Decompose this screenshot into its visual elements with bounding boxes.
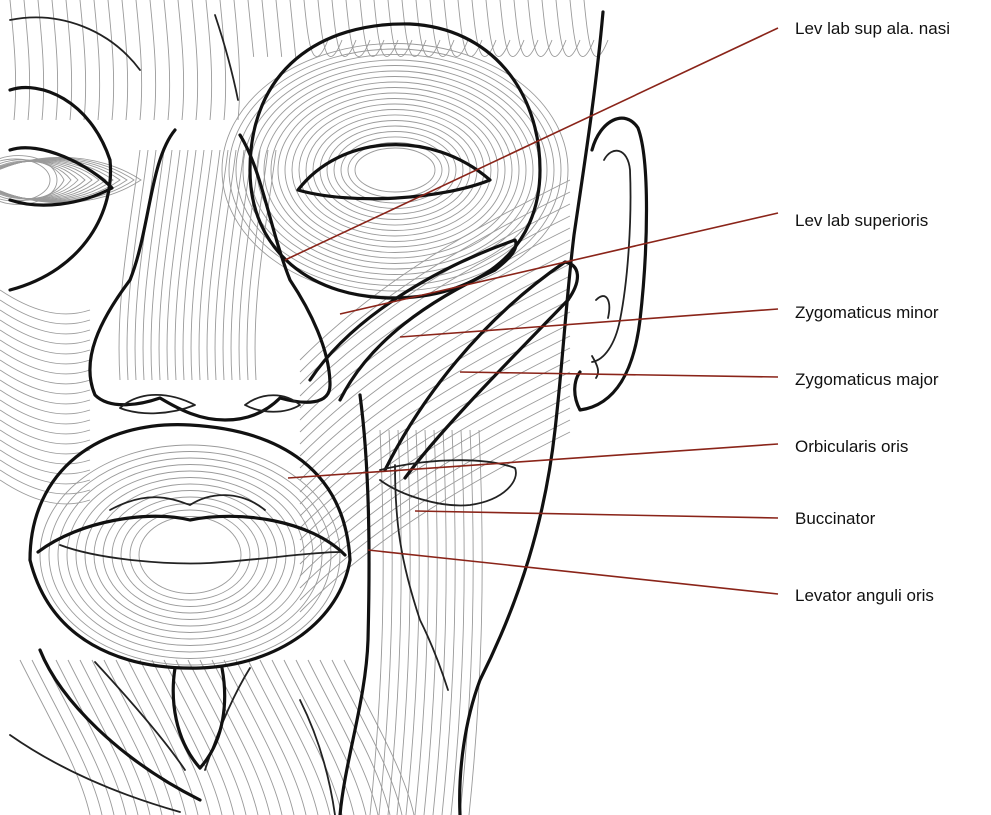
left-orbit-fibers bbox=[0, 156, 141, 205]
label-lev-lab-sup-ala-nasi: Lev lab sup ala. nasi bbox=[795, 19, 950, 38]
jaw-line bbox=[10, 700, 335, 815]
left-eye-orbit bbox=[10, 88, 111, 290]
nose bbox=[90, 130, 330, 420]
leader-line-zygomaticus-major bbox=[460, 372, 778, 377]
leader-line-buccinator bbox=[415, 511, 778, 518]
label-zygomaticus-major: Zygomaticus major bbox=[795, 370, 939, 389]
mouth-line bbox=[38, 516, 345, 555]
nose-fibers bbox=[119, 150, 276, 380]
label-zygomaticus-minor: Zygomaticus minor bbox=[795, 303, 939, 322]
mouth-opening bbox=[60, 495, 340, 563]
label-lev-lab-superioris: Lev lab superioris bbox=[795, 211, 928, 230]
label-orbicularis-oris: Orbicularis oris bbox=[795, 437, 908, 456]
label-levator-anguli-oris: Levator anguli oris bbox=[795, 586, 934, 605]
leader-line-levator-anguli-oris bbox=[368, 550, 778, 594]
ear-inner bbox=[592, 151, 631, 378]
label-buccinator: Buccinator bbox=[795, 509, 876, 528]
face-contour bbox=[460, 12, 603, 815]
left-face-fibers bbox=[0, 290, 90, 504]
zygomaticus-major-muscle bbox=[385, 262, 577, 478]
forehead-line-center bbox=[215, 15, 238, 100]
